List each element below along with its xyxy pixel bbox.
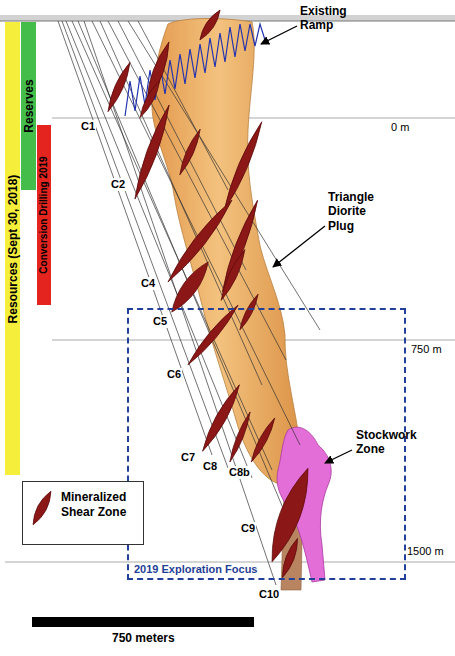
leader-arrow bbox=[273, 226, 325, 267]
depth-label: 0 m bbox=[390, 121, 410, 134]
depth-label: 750 m bbox=[410, 343, 443, 356]
callout-number: C8b bbox=[228, 466, 251, 479]
callout-number: C1 bbox=[80, 120, 96, 133]
region-title: 2019 Exploration Focus bbox=[132, 563, 259, 576]
callout-number: C8 bbox=[202, 460, 218, 473]
legend-swatch bbox=[25, 484, 59, 538]
level-line bbox=[52, 118, 455, 119]
drill-hole bbox=[128, 21, 320, 330]
leader-arrow bbox=[261, 26, 297, 44]
drill-hole bbox=[100, 21, 262, 385]
callout-number: C5 bbox=[152, 315, 168, 328]
drill-hole bbox=[92, 21, 300, 445]
shear-zone bbox=[218, 199, 262, 294]
feature-label: Existing Ramp bbox=[300, 4, 364, 33]
shear-zone bbox=[104, 61, 133, 114]
legend-entry: Mineralized Shear Zone bbox=[23, 482, 143, 536]
drill-hole bbox=[58, 21, 212, 455]
shear-zone bbox=[237, 293, 261, 331]
feature-label: Triangle Diorite Plug bbox=[328, 190, 392, 233]
leader-arrow bbox=[325, 450, 352, 463]
callout-number: C9 bbox=[240, 522, 256, 535]
shear-zone bbox=[248, 416, 278, 463]
shear-zone bbox=[220, 120, 266, 212]
band-label: Resources (Sept 30, 2018) bbox=[7, 174, 19, 323]
scale-bar bbox=[32, 617, 254, 627]
legend-box: Mineralized Shear Zone bbox=[22, 481, 144, 545]
shear-zone bbox=[142, 40, 173, 104]
drill-hole bbox=[72, 21, 272, 470]
shear-zone bbox=[218, 248, 249, 302]
band-label: Conversion Drilling 2019 bbox=[39, 156, 49, 273]
callout-number: C4 bbox=[140, 277, 156, 290]
shear-zone bbox=[130, 103, 174, 200]
shear-zone bbox=[137, 79, 163, 119]
conversion-band: Conversion Drilling 2019 bbox=[37, 125, 51, 305]
shear-zone bbox=[177, 128, 204, 177]
callout-number: C2 bbox=[110, 178, 126, 191]
drill-hole bbox=[118, 21, 246, 270]
callout-number: C10 bbox=[258, 588, 280, 601]
callout-number: C7 bbox=[180, 451, 196, 464]
callout-number: C6 bbox=[166, 368, 182, 381]
feature-label: Stockwork Zone bbox=[356, 428, 430, 457]
legend-label: Mineralized Shear Zone bbox=[61, 490, 139, 520]
band-label: Reserves bbox=[23, 79, 35, 132]
shear-zone bbox=[185, 303, 241, 368]
resources-band: Resources (Sept 30, 2018) bbox=[5, 22, 20, 475]
depth-label: 1500 m bbox=[406, 545, 445, 558]
shear-zone bbox=[197, 8, 224, 42]
drill-hole bbox=[66, 21, 252, 478]
scale-label: 750 meters bbox=[112, 631, 175, 645]
shear-zone bbox=[227, 411, 253, 463]
shear-zone-sample bbox=[29, 489, 55, 527]
reserves-band: Reserves bbox=[21, 22, 36, 190]
drill-holes bbox=[58, 21, 320, 585]
shear-zone bbox=[279, 537, 302, 579]
